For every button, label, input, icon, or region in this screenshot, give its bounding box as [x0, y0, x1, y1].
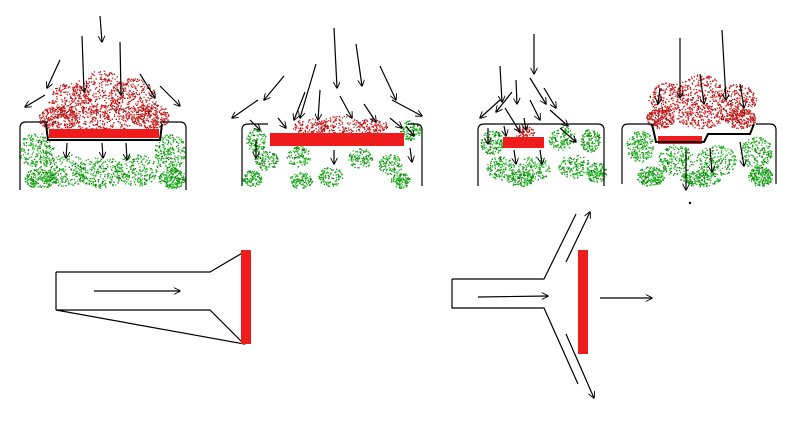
particle-cloud-green — [19, 133, 55, 169]
panel-1-container — [19, 121, 187, 190]
panel-2 — [232, 27, 423, 186]
particle-cloud-green — [390, 173, 411, 189]
particle-cloud-green — [626, 130, 654, 163]
particle-cloud-green — [480, 130, 505, 156]
particle-cloud-red — [724, 108, 757, 130]
particle-cloud-green — [254, 150, 279, 172]
particle-cloud-green — [748, 166, 774, 187]
particle-cloud-green — [518, 156, 551, 181]
panel-4-arrows — [658, 29, 744, 190]
nozzle-left-outline — [55, 251, 246, 345]
panel-4 — [621, 29, 777, 205]
particle-cloud-green — [636, 166, 666, 187]
nozzle-right — [451, 212, 652, 398]
panel-3-container — [477, 123, 605, 186]
panel-4-bar — [658, 136, 702, 144]
particle-cloud-green — [154, 134, 187, 171]
particle-cloud-red — [38, 106, 79, 132]
particle-cloud-green — [658, 144, 696, 176]
panel-1-bar — [49, 129, 159, 138]
particle-cloud-green — [114, 154, 159, 187]
panel-2-container — [241, 123, 423, 186]
particle-cloud-green — [378, 154, 403, 175]
panel-3 — [477, 34, 605, 186]
particle-cloud-green — [740, 136, 773, 170]
particle-cloud-green — [318, 167, 344, 187]
particle-cloud-green — [486, 156, 516, 181]
particle-cloud-red — [130, 104, 170, 130]
particle-cloud-green — [242, 170, 263, 187]
panel-1-arrows — [25, 15, 180, 160]
panel-2-bar — [270, 133, 404, 146]
particle-cloud-red — [319, 115, 362, 135]
particle-cloud-green — [580, 129, 601, 153]
nozzle-left — [55, 250, 251, 345]
nozzle-right-arrows — [477, 212, 652, 398]
panel-4-container — [621, 123, 777, 184]
particle-cloud-red — [292, 118, 329, 134]
particle-cloud-red — [74, 70, 127, 116]
particle-cloud-green — [45, 154, 89, 187]
particle-cloud-green — [548, 126, 577, 151]
particle-cloud-green — [77, 157, 125, 189]
panel-3-bar — [503, 137, 544, 148]
particle-cloud-green — [286, 145, 311, 168]
particle-cloud-red — [646, 109, 675, 129]
panel-4-recess-outline — [651, 123, 755, 143]
panel-3-arrows — [480, 34, 576, 164]
particle-cloud-green — [290, 172, 314, 189]
particle-cloud-green — [158, 168, 187, 189]
nozzle-right-outline — [451, 213, 579, 385]
particle-cloud-green — [507, 170, 534, 188]
particle-cloud-red — [69, 104, 139, 134]
particle-cloud-red — [357, 118, 388, 136]
panel-1-bar-outline — [45, 123, 163, 141]
particle-cloud-red — [676, 104, 726, 130]
panel-2-arrows — [232, 27, 422, 164]
particle-cloud-green — [348, 148, 374, 169]
panel-4-dot — [688, 201, 692, 205]
particle-cloud-green — [24, 168, 58, 189]
nozzle-right-plate — [578, 250, 588, 354]
panel-1 — [19, 15, 187, 190]
particle-cloud-green — [696, 145, 737, 176]
particle-cloud-green — [558, 154, 590, 179]
nozzle-left-plate — [241, 250, 251, 344]
particle-cloud-red — [678, 74, 723, 111]
